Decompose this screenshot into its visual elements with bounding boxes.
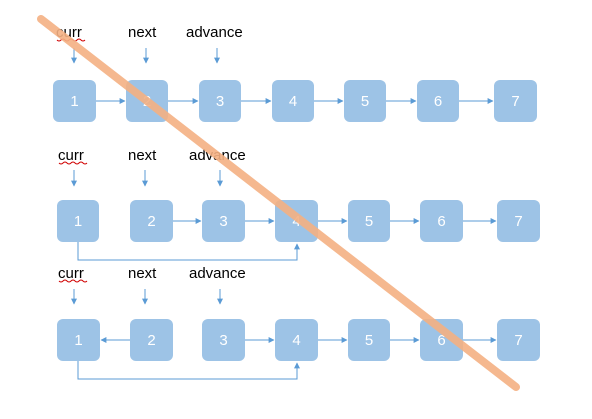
node-1: 1 [53,80,96,122]
row-1: curr next advance 1 2 3 4 [53,24,537,122]
node-label: 6 [437,213,445,230]
node-label: 3 [219,213,227,230]
node-2: 2 [130,200,173,242]
node-label: 3 [216,93,224,110]
node-label: 7 [514,332,522,349]
edge-1-4-bypass [77,361,300,380]
row-2: curr next advance 1 2 3 4 [57,147,540,261]
node-label: 3 [219,332,227,349]
node-5: 5 [344,80,386,122]
node-7: 7 [497,319,540,361]
node-2: 2 [130,319,173,361]
node-3: 3 [199,80,241,122]
spell-underline [58,161,88,165]
node-1: 1 [57,200,99,242]
node-label: 4 [289,93,297,110]
node-5: 5 [348,200,390,242]
node-6: 6 [420,200,463,242]
row-3: curr next advance 1 2 3 4 [57,265,540,380]
node-4: 4 [272,80,314,122]
node-label: 7 [511,93,519,110]
node-label: 6 [437,332,445,349]
node-7: 7 [497,200,540,242]
node-6: 6 [420,319,463,361]
node-7: 7 [494,80,537,122]
next-label: next [128,265,157,282]
node-3: 3 [202,200,245,242]
node-label: 6 [434,93,442,110]
node-label: 1 [70,93,78,110]
node-label: 2 [147,213,155,230]
next-label: next [128,147,157,164]
node-5: 5 [348,319,390,361]
node-label: 1 [74,213,82,230]
advance-label: advance [189,265,246,282]
node-label: 5 [365,332,373,349]
curr-label: curr [58,265,84,282]
curr-label: curr [58,147,84,164]
node-label: 2 [147,332,155,349]
node-6: 6 [417,80,459,122]
node-label: 7 [514,213,522,230]
node-label: 5 [365,213,373,230]
node-label: 5 [361,93,369,110]
edge-1-4-bypass [77,242,300,261]
spell-underline [58,279,88,283]
node-label: 4 [292,332,300,349]
node-3: 3 [202,319,245,361]
node-4: 4 [275,319,318,361]
node-label: 1 [74,332,82,349]
advance-label: advance [186,24,243,41]
node-1: 1 [57,319,100,361]
next-label: next [128,24,157,41]
strike-through-line [37,15,520,391]
